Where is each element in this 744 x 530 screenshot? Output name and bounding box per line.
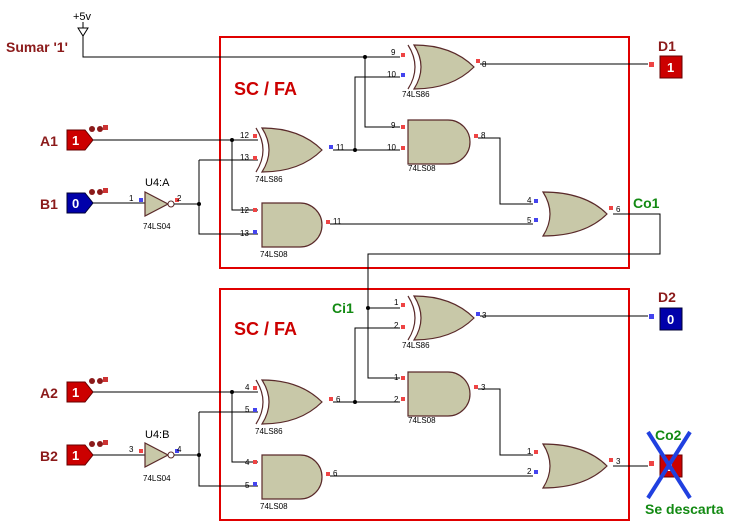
and-top-1-pin-b: 13 <box>240 229 249 238</box>
u4a-pin-out: 2 <box>177 194 182 203</box>
and-top-2-pin-out: 8 <box>481 131 486 140</box>
and-bottom-2-pin-b: 2 <box>394 395 399 404</box>
a2-label: A2 <box>40 385 58 401</box>
or-gate-bottom <box>534 443 613 489</box>
or-gate-top <box>534 191 613 237</box>
and-gate-bottom-1 <box>253 454 330 500</box>
and-bottom-1-pin-out: 6 <box>333 469 338 478</box>
or-bottom-pin-out: 3 <box>616 457 621 466</box>
block-1-label: SC / FA <box>234 79 297 99</box>
or-top-pin-a: 4 <box>527 196 532 205</box>
xor-bottom-1-pin-b: 5 <box>245 405 250 414</box>
xor-gate-bottom-1 <box>253 379 333 425</box>
xor-top-2-pin-b: 10 <box>387 70 396 79</box>
xor-bottom-1-pin-a: 4 <box>245 383 250 392</box>
xor-bottom-2-chip: 74LS86 <box>402 341 430 350</box>
and-bottom-2-chip: 74LS08 <box>408 416 436 425</box>
and-top-2-pin-b: 10 <box>387 143 396 152</box>
xor-gate-bottom-2 <box>401 295 480 341</box>
d2-output: 0 <box>649 307 683 331</box>
and-gate-bottom-2 <box>401 371 478 417</box>
and-top-2-pin-a: 9 <box>391 121 396 130</box>
b2-label: B2 <box>40 448 58 464</box>
co1-label: Co1 <box>633 195 660 211</box>
xor-top-2-pin-a: 9 <box>391 48 396 57</box>
co2-label: Co2 <box>655 427 682 443</box>
a1-value: 1 <box>72 133 79 148</box>
u4b-pin-in: 3 <box>129 445 134 454</box>
or-top-pin-out: 6 <box>616 205 621 214</box>
u4a-chip: 74LS04 <box>143 222 171 231</box>
inverter-u4b <box>139 442 179 468</box>
d1-label: D1 <box>658 38 676 54</box>
and-bottom-2-pin-out: 3 <box>481 383 486 392</box>
u4a-pin-in: 1 <box>129 194 134 203</box>
vcc-source <box>77 22 89 37</box>
b1-input[interactable]: 0 <box>66 188 108 214</box>
and-bottom-1-pin-b: 5 <box>245 481 250 490</box>
xor-gate-top-2 <box>401 44 480 90</box>
or-bottom-pin-b: 2 <box>527 467 532 476</box>
b1-value: 0 <box>72 196 79 211</box>
a2-input[interactable]: 1 <box>66 377 108 403</box>
or-bottom-pin-a: 1 <box>527 447 532 456</box>
d1-output: 1 <box>649 55 683 79</box>
xor-gate-top-1 <box>253 127 333 173</box>
discard-label: Se descarta <box>645 501 724 517</box>
u4a-name: U4:A <box>145 177 170 189</box>
and-bottom-2-pin-a: 1 <box>394 373 399 382</box>
and-top-2-chip: 74LS08 <box>408 164 436 173</box>
xor-top-1-pin-b: 13 <box>240 153 249 162</box>
and-bottom-1-chip: 74LS08 <box>260 502 288 511</box>
discard-cross-icon <box>646 430 692 500</box>
xor-top-1-pin-a: 12 <box>240 131 249 140</box>
and-top-1-pin-a: 12 <box>240 206 249 215</box>
d2-value: 0 <box>667 312 674 327</box>
u4b-chip: 74LS04 <box>143 474 171 483</box>
full-adder-block-1 <box>219 36 630 269</box>
u4b-name: U4:B <box>145 429 169 441</box>
xor-bottom-2-pin-a: 1 <box>394 298 399 307</box>
and-bottom-1-pin-a: 4 <box>245 458 250 467</box>
and-top-1-chip: 74LS08 <box>260 250 288 259</box>
sumar-label: Sumar '1' <box>6 39 68 55</box>
ci1-label: Ci1 <box>332 300 354 316</box>
b2-input[interactable]: 1 <box>66 440 108 466</box>
b2-value: 1 <box>72 448 79 463</box>
a1-label: A1 <box>40 133 58 149</box>
full-adder-block-2 <box>219 288 630 521</box>
and-gate-top-2 <box>401 119 478 165</box>
xor-top-1-chip: 74LS86 <box>255 175 283 184</box>
xor-top-2-chip: 74LS86 <box>402 90 430 99</box>
xor-bottom-2-pin-b: 2 <box>394 321 399 330</box>
xor-top-1-pin-out: 11 <box>336 143 345 152</box>
a2-value: 1 <box>72 385 79 400</box>
or-top-pin-b: 5 <box>527 216 532 225</box>
d1-value: 1 <box>667 60 674 75</box>
a1-input[interactable]: 1 <box>66 125 108 151</box>
and-gate-top-1 <box>253 202 330 248</box>
b1-label: B1 <box>40 196 58 212</box>
vcc-label: +5v <box>73 11 92 23</box>
and-top-1-pin-out: 11 <box>333 217 342 226</box>
d2-label: D2 <box>658 289 676 305</box>
xor-bottom-1-chip: 74LS86 <box>255 427 283 436</box>
inverter-u4a <box>139 191 179 217</box>
block-2-label: SC / FA <box>234 319 297 339</box>
u4b-pin-out: 4 <box>177 445 182 454</box>
xor-bottom-1-pin-out: 6 <box>336 395 341 404</box>
